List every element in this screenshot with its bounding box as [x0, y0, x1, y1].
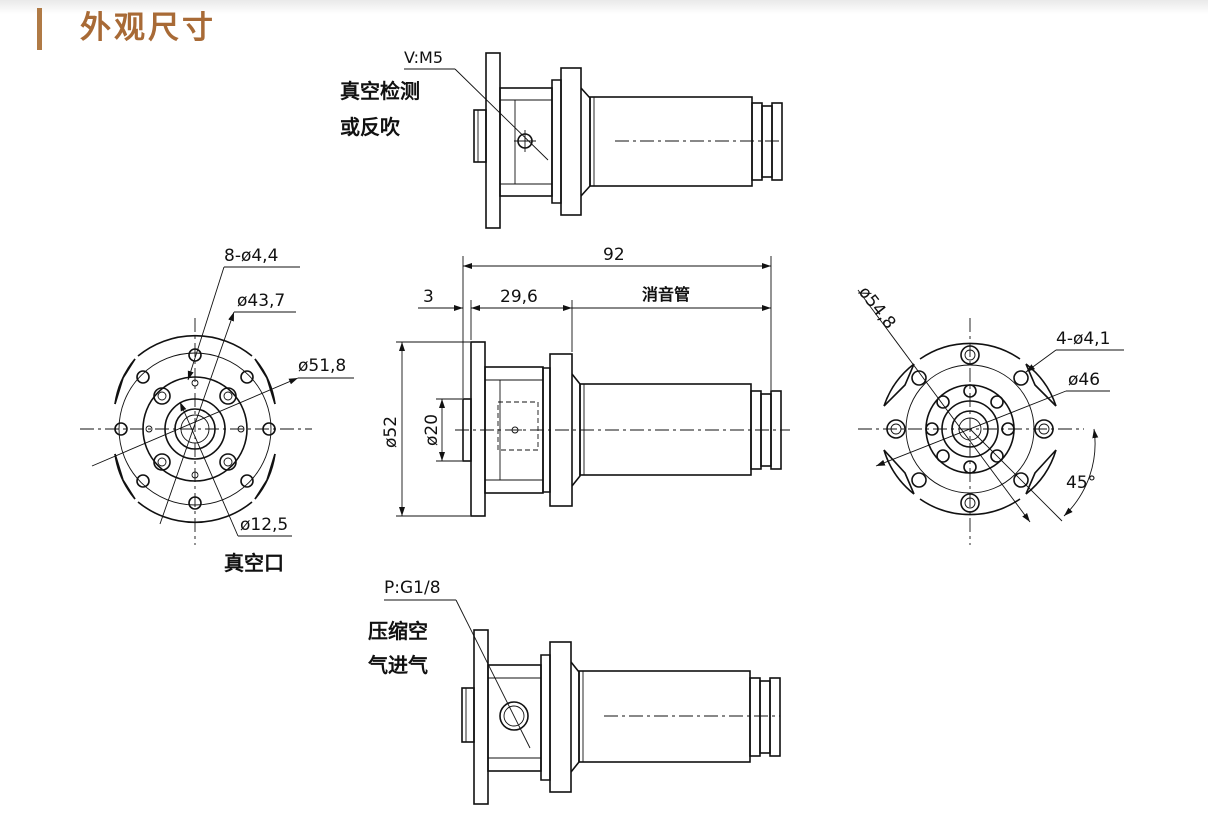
center-side-view: [455, 341, 790, 517]
label-right-d1: ø54,8: [854, 283, 899, 333]
left-view-callouts: 8-ø4,4 ø43,7 ø51,8 ø12,5 真空口: [91, 246, 354, 575]
label-right-holes: 4-ø4,1: [1056, 329, 1110, 349]
label-left-d3: ø12,5: [240, 515, 288, 535]
label-overall-len: 92: [603, 245, 625, 265]
bottom-side-view: [461, 629, 781, 805]
label-top-desc-2: 或反吹: [340, 115, 401, 139]
label-dia-hub: ø20: [422, 414, 442, 446]
label-left-d2: ø51,8: [298, 356, 346, 376]
right-end-view: [858, 318, 1084, 545]
label-dia-flange: ø52: [381, 416, 401, 448]
left-end-view: [80, 318, 312, 545]
label-top-desc-1: 真空检测: [340, 79, 420, 103]
label-left-port: 真空口: [224, 551, 284, 575]
title-accent-bar: [37, 8, 42, 50]
right-view-callouts: ø54,8 4-ø4,1 ø46 45°: [854, 283, 1124, 523]
label-right-angle: 45°: [1066, 473, 1096, 493]
top-gradient-bar: [0, 0, 1208, 14]
top-port-callout: V:M5 真空检测 或反吹: [340, 48, 549, 161]
label-right-d2: ø46: [1068, 370, 1100, 390]
top-side-view: [473, 52, 783, 229]
label-bottom-desc-2: 气进气: [367, 653, 428, 677]
label-bottom-port: P:G1/8: [384, 578, 441, 598]
center-dimensions: 92 3 29,6 消音管 ø52 ø20: [381, 245, 772, 517]
label-body-len: 29,6: [500, 287, 538, 307]
label-left-d1: ø43,7: [237, 291, 285, 311]
label-muffler: 消音管: [642, 285, 690, 304]
page-title: 外观尺寸: [80, 10, 216, 46]
label-top-port: V:M5: [404, 48, 443, 67]
label-bottom-desc-1: 压缩空: [368, 619, 428, 643]
label-flange-thk: 3: [423, 287, 434, 307]
label-left-holes: 8-ø4,4: [224, 246, 278, 266]
bottom-port-callout: P:G1/8 压缩空 气进气: [367, 578, 531, 749]
